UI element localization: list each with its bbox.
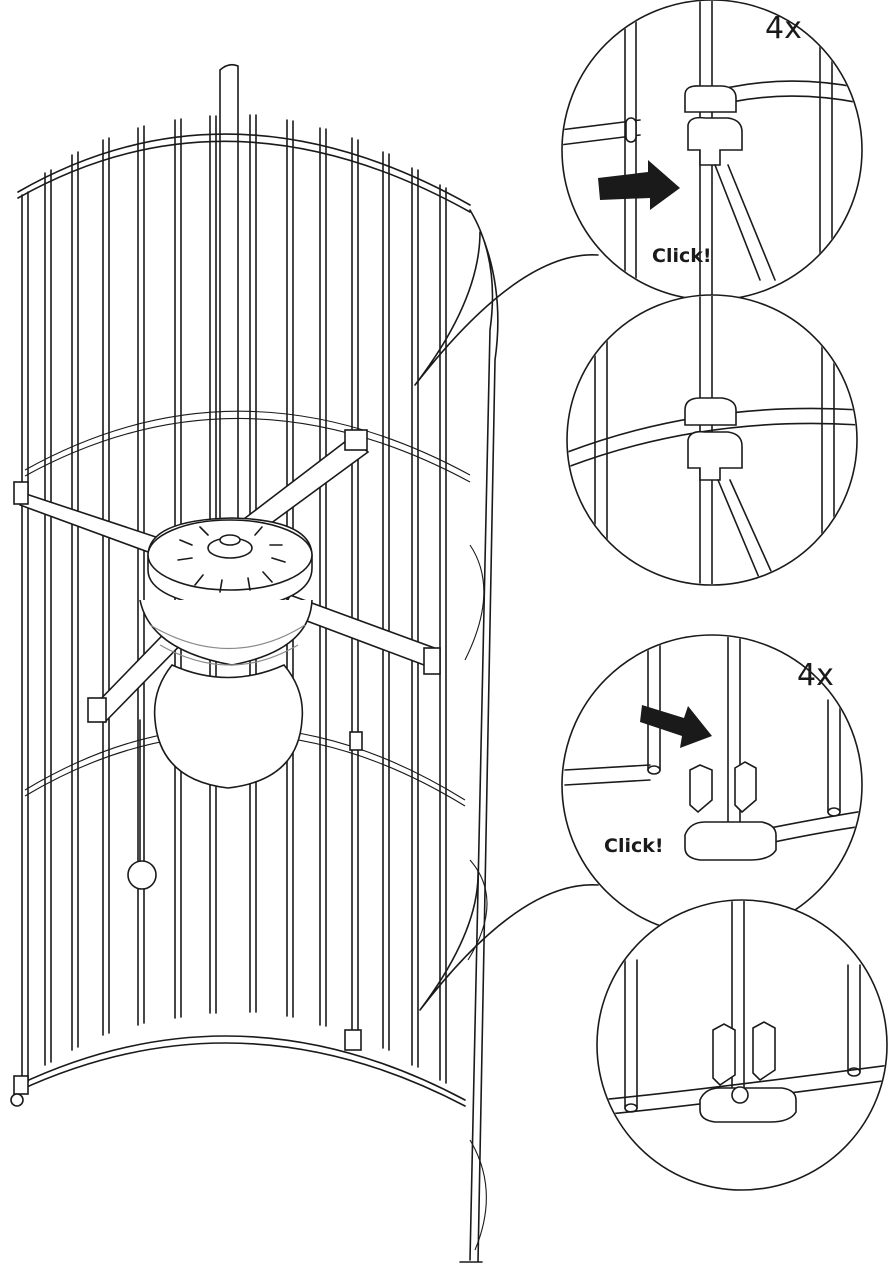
callout-bottom-step-after (596, 899, 888, 1191)
hub-disk (147, 517, 313, 611)
click-label: Click! (652, 245, 712, 267)
bottom-clip-right (344, 1029, 362, 1051)
pull-cord-weight (127, 860, 157, 890)
callout-pointer-top (414, 231, 599, 386)
caster-wheel (10, 1075, 29, 1107)
callout-pointer-bottom (419, 869, 599, 1011)
bar-clip (349, 731, 363, 751)
callout-top-step-before: 4x Click! (561, 0, 863, 301)
push-arrow-icon-bottom (640, 705, 712, 748)
push-arrow-icon (598, 160, 680, 210)
quantity-label: 4x (765, 11, 802, 46)
light-bulb (153, 664, 304, 789)
callout-top-step-after (566, 294, 858, 586)
cross-arms (13, 429, 442, 724)
callout-bottom-step-before: 4x Click! (561, 634, 863, 936)
lamp-cage-assembly (10, 63, 499, 1263)
central-rod (219, 63, 239, 531)
cage-front-panel (459, 209, 499, 1263)
lamp-shade (139, 599, 313, 666)
cage-top-ring (17, 133, 471, 213)
quantity-label-bottom: 4x (797, 658, 834, 693)
cage-middle-ring (24, 410, 471, 483)
cage-bottom-ring (17, 1035, 466, 1107)
click-label-bottom: Click! (604, 835, 664, 857)
